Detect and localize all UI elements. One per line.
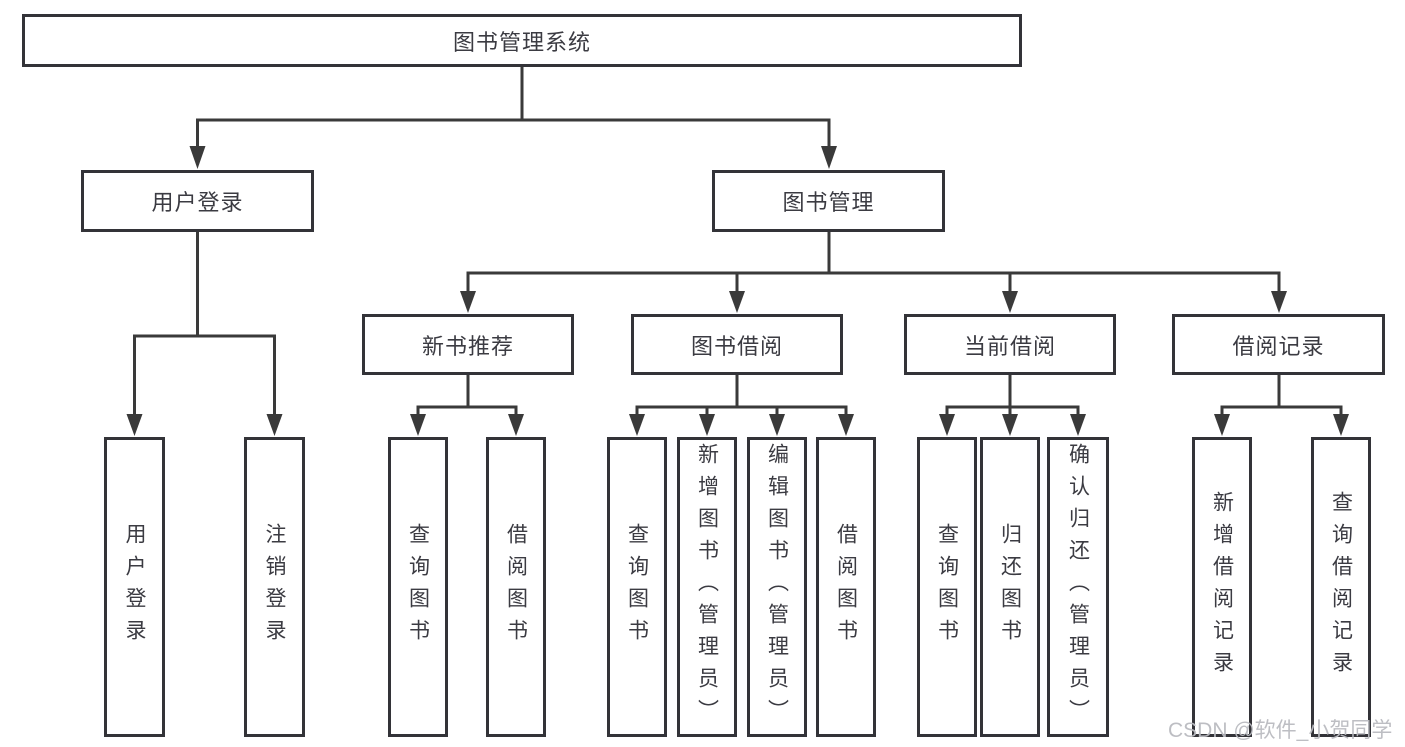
leaf-return-books: 归还图书 <box>980 437 1040 737</box>
connector-root <box>189 67 837 169</box>
watermark: CSDN @软件_小贺同学 <box>1168 719 1393 742</box>
leaf-logout: 注销登录 <box>244 437 305 737</box>
leaf-borrow-books-recommend: 借阅图书 <box>486 437 546 737</box>
leaf-confirm-return-admin: 确认归还（管理员） <box>1047 437 1109 737</box>
node-new-book-recommend: 新书推荐 <box>362 314 574 375</box>
connector-book-borrowing <box>629 375 854 436</box>
leaf-add-borrow-record: 新增借阅记录 <box>1192 437 1252 737</box>
node-root: 图书管理系统 <box>22 14 1022 67</box>
leaf-add-borrow-record-label: 新增借阅记录 <box>1210 491 1234 683</box>
node-borrowing-records: 借阅记录 <box>1172 314 1385 375</box>
leaf-query-borrow-record: 查询借阅记录 <box>1311 437 1371 737</box>
node-root-label: 图书管理系统 <box>452 29 591 55</box>
node-book-borrowing: 图书借阅 <box>631 314 843 375</box>
node-current-borrowing: 当前借阅 <box>904 314 1116 375</box>
connector-user-login <box>126 232 283 436</box>
node-book-management-label: 图书管理 <box>782 190 875 215</box>
leaf-borrow-books-borrowing-label: 借阅图书 <box>834 523 858 651</box>
connector-borrowing-records <box>1214 375 1349 436</box>
leaf-borrow-books-borrowing: 借阅图书 <box>816 437 876 737</box>
leaf-user-login: 用户登录 <box>104 437 165 737</box>
leaf-query-books-borrowing: 查询图书 <box>607 437 667 737</box>
node-user-login: 用户登录 <box>81 170 314 232</box>
node-current-borrowing-label: 当前借阅 <box>963 333 1056 359</box>
leaf-query-borrow-record-label: 查询借阅记录 <box>1329 491 1353 683</box>
leaf-query-books-current-label: 查询图书 <box>935 523 959 651</box>
node-new-book-recommend-label: 新书推荐 <box>421 333 514 359</box>
leaf-add-books-admin: 新增图书（管理员） <box>677 437 737 737</box>
leaf-edit-books-admin-label: 编辑图书（管理员） <box>765 443 789 731</box>
leaf-logout-label: 注销登录 <box>263 523 286 651</box>
connector-current-borrowing <box>939 375 1086 436</box>
connector-book-management <box>460 232 1287 313</box>
node-borrowing-records-label: 借阅记录 <box>1232 333 1325 359</box>
leaf-query-books-current: 查询图书 <box>917 437 977 737</box>
node-user-login-label: 用户登录 <box>151 190 244 215</box>
node-book-borrowing-label: 图书借阅 <box>690 333 783 359</box>
connector-new-book-recommend <box>410 375 524 436</box>
node-book-management: 图书管理 <box>712 170 945 232</box>
leaf-user-login-label: 用户登录 <box>123 523 146 651</box>
leaf-edit-books-admin: 编辑图书（管理员） <box>747 437 807 737</box>
leaf-query-books-borrowing-label: 查询图书 <box>625 523 649 651</box>
leaf-add-books-admin-label: 新增图书（管理员） <box>695 443 719 731</box>
leaf-borrow-books-recommend-label: 借阅图书 <box>504 523 528 651</box>
leaf-return-books-label: 归还图书 <box>998 523 1022 651</box>
leaf-query-books-recommend: 查询图书 <box>388 437 448 737</box>
leaf-confirm-return-admin-label: 确认归还（管理员） <box>1066 443 1090 731</box>
leaf-query-books-recommend-label: 查询图书 <box>406 523 430 651</box>
